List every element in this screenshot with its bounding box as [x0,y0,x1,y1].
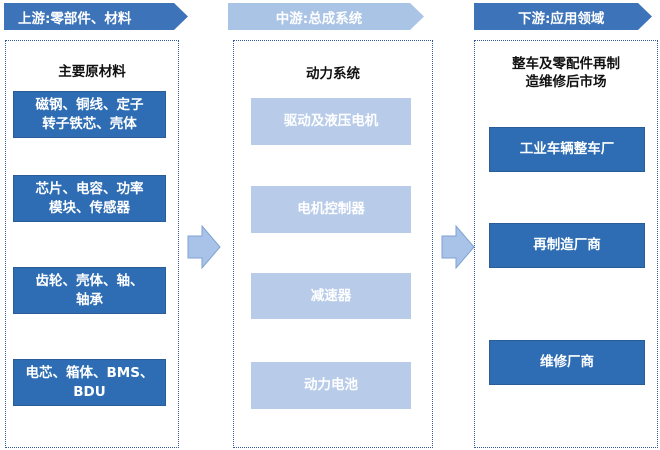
material-line: 转子铁芯、壳体 [42,115,137,132]
downstream-panel: 整车及零配件再制 造维修后市场 [474,40,658,448]
material-box-gears: 齿轮、壳体、轴、轴承 [13,267,166,314]
upstream-title: 主要原材料 [58,64,126,80]
downstream-title: 整车及零配件再制 造维修后市场 [475,55,657,91]
right-arrow-icon [187,225,221,269]
upstream-panel: 主要原材料 [5,40,179,448]
material-line: 模块、传感器 [49,199,130,216]
downstream-title-line: 造维修后市场 [525,74,607,90]
material-line: 轴承 [76,291,103,308]
downstream-title-line: 整车及零配件再制 [512,56,620,72]
component-box-reducer: 减速器 [251,273,411,319]
component-box-controller: 电机控制器 [251,186,411,233]
component-box-motor: 驱动及液压电机 [251,98,411,145]
material-box-cells: 电芯、箱体、BMS、 BDU [13,359,166,406]
midstream-panel: 动力系统 [233,40,433,448]
material-line: BDU [73,383,106,400]
upstream-header: 上游:零部件、材料 [4,3,188,30]
material-line: 齿轮、壳体、轴、 [35,272,144,289]
midstream-title: 动力系统 [306,66,360,82]
material-box-chips: 芯片、电容、功率模块、传感器 [13,175,166,222]
right-arrow-icon [441,225,475,269]
material-line: 芯片、电容、功率 [35,180,144,197]
midstream-header: 中游:总成系统 [228,3,424,30]
downstream-header: 下游:应用领域 [474,3,652,30]
material-box-magnets: 磁钢、铜线、定子转子铁芯、壳体 [13,91,166,138]
application-box-repair: 维修厂商 [489,340,645,385]
application-box-remanufacturer: 再制造厂商 [489,223,645,268]
component-box-battery: 动力电池 [251,362,411,409]
material-line: 电芯、箱体、BMS、 [25,364,154,381]
material-line: 磁钢、铜线、定子 [35,96,144,113]
application-box-oem: 工业车辆整车厂 [489,127,645,172]
